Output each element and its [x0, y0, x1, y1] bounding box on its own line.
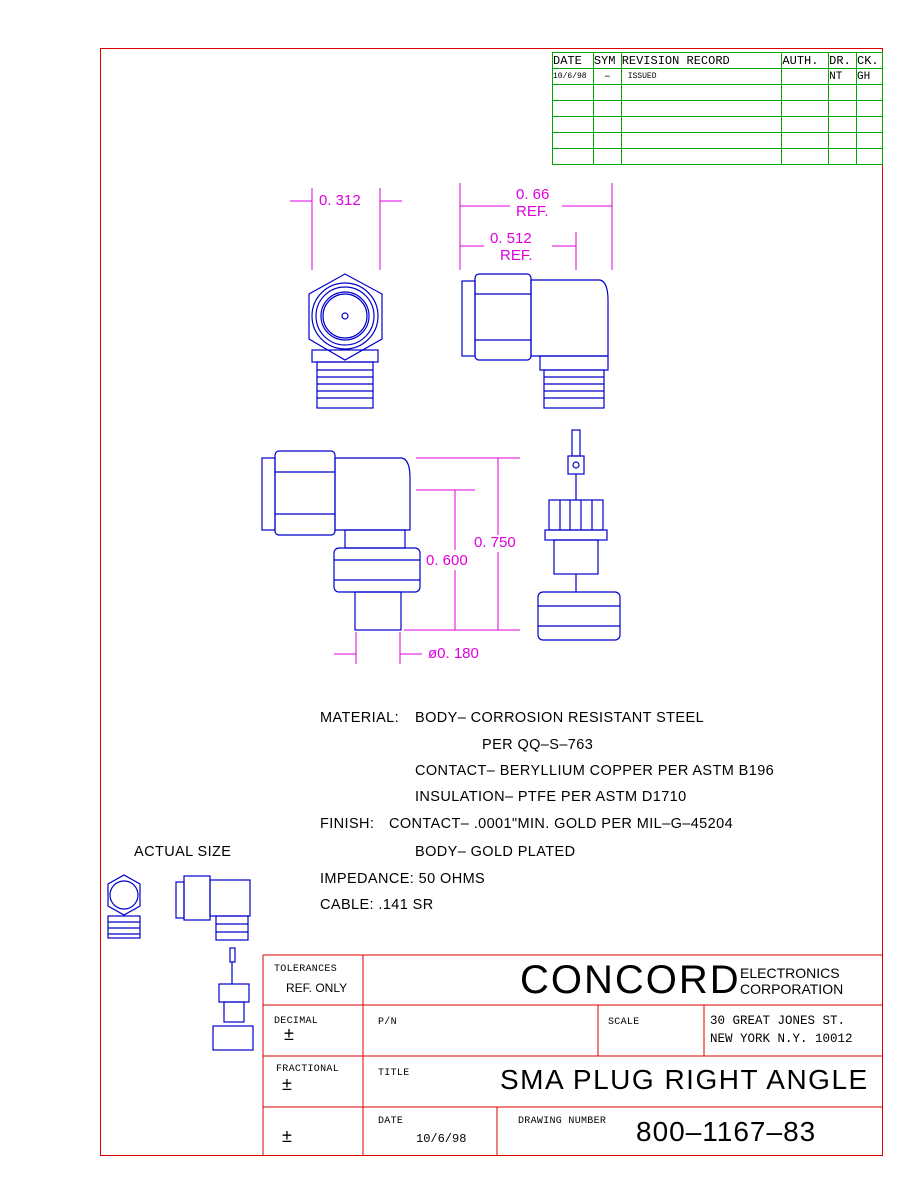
exploded-view — [537, 429, 621, 641]
actual-size-miniature — [107, 874, 254, 1051]
dim-body-ref: 0. 512 — [490, 230, 532, 247]
dim-diameter: ø0. 180 — [428, 645, 479, 662]
company-sub-corporation: CORPORATION — [740, 981, 844, 997]
dim-hex-width: 0. 312 — [319, 192, 361, 209]
decimal-plus-minus: ± — [284, 1024, 294, 1044]
table-row — [552, 116, 883, 133]
date-plus-minus: ± — [282, 1126, 292, 1146]
material-contact: CONTACT– BERYLLIUM COPPER PER ASTM B196 — [415, 763, 775, 779]
tolerances-value: REF. ONLY — [286, 981, 348, 995]
drawing-title: SMA PLUG RIGHT ANGLE — [500, 1064, 869, 1095]
table-row: 10/6/98 – ISSUED NT GH — [552, 68, 883, 85]
finish-contact: CONTACT– .0001"MIN. GOLD PER MIL–G–45204 — [389, 816, 734, 832]
front-view-hex — [308, 273, 383, 409]
revision-record-table: DATE SYM REVISION RECORD AUTH. DR. CK. 1… — [552, 52, 883, 165]
finish-body: BODY– GOLD PLATED — [415, 844, 576, 860]
drawing-number-label: DRAWING NUMBER — [518, 1116, 607, 1127]
rev-header-sym: SYM — [592, 52, 622, 69]
dim-overall-ref: 0. 66 — [516, 186, 550, 203]
side-view-top — [461, 273, 609, 409]
finish-label: FINISH: — [320, 816, 375, 832]
tolerances-label: TOLERANCES — [274, 964, 338, 975]
drawing-number: 800–1167–83 — [636, 1116, 817, 1147]
rev-header-dr: DR. — [828, 52, 858, 69]
table-row — [552, 132, 883, 149]
rev-header-ck: CK. — [856, 52, 883, 69]
table-row — [552, 148, 883, 165]
cable-note: CABLE: .141 SR — [320, 897, 434, 913]
table-row — [552, 100, 883, 117]
actual-size-label: ACTUAL SIZE — [134, 844, 232, 860]
material-body: BODY– CORROSION RESISTANT STEEL — [415, 710, 705, 726]
rev-header-record: REVISION RECORD — [620, 52, 783, 69]
fractional-plus-minus: ± — [282, 1074, 292, 1094]
pn-label: P/N — [378, 1017, 397, 1028]
date-label: DATE — [378, 1116, 404, 1127]
dim-height-body: 0. 600 — [426, 552, 468, 569]
drawing-border — [100, 48, 883, 1156]
address-line-2: NEW YORK N.Y. 10012 — [710, 1032, 853, 1046]
table-row — [552, 84, 883, 101]
company-sub-electronics: ELECTRONICS — [740, 965, 840, 981]
revision-header-row: DATE SYM REVISION RECORD AUTH. DR. CK. — [552, 52, 883, 69]
dimension-lines — [290, 183, 613, 664]
impedance-note: IMPEDANCE: 50 OHMS — [320, 871, 486, 887]
fractional-label: FRACTIONAL — [276, 1064, 340, 1075]
dim-body-ref-note: REF. — [500, 247, 533, 264]
scale-label: SCALE — [608, 1017, 640, 1028]
material-insulation: INSULATION– PTFE PER ASTM D1710 — [415, 789, 687, 805]
address-line-1: 30 GREAT JONES ST. — [710, 1014, 846, 1028]
decimal-label: DECIMAL — [274, 1016, 319, 1027]
company-name: CONCORD — [520, 958, 741, 1002]
dim-height-overall: 0. 750 — [474, 534, 516, 551]
side-view-bottom — [261, 450, 421, 631]
title-label: TITLE — [378, 1068, 410, 1079]
date-value: 10/6/98 — [416, 1132, 467, 1146]
material-body-spec: PER QQ–S–763 — [482, 737, 594, 753]
dim-overall-ref-note: REF. — [516, 203, 549, 220]
material-label: MATERIAL: — [320, 710, 400, 726]
